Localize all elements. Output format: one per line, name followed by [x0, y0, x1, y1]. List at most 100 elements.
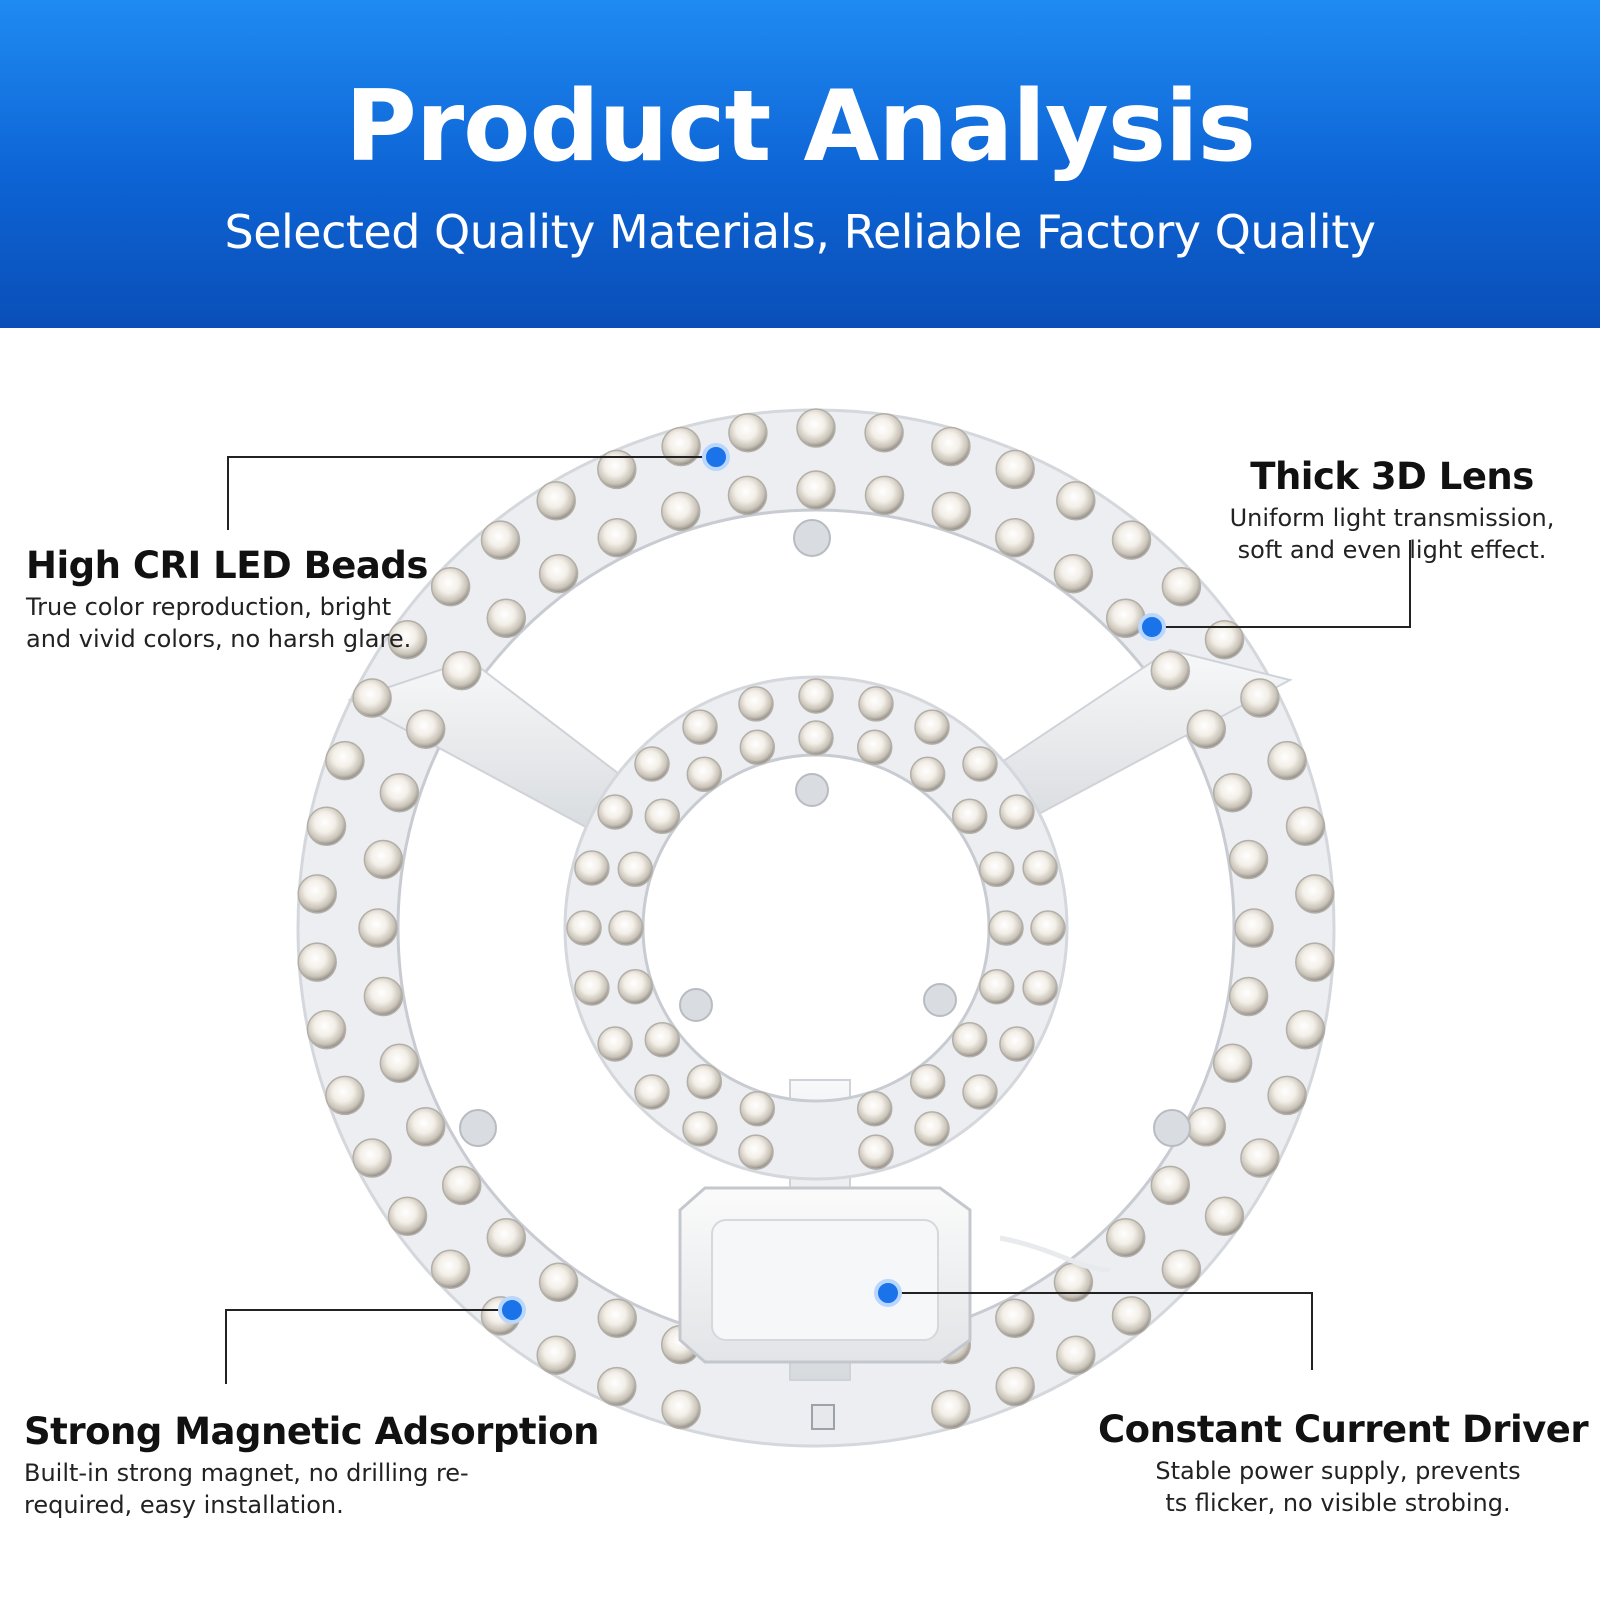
led-bead [978, 851, 1015, 888]
led-bead [796, 470, 836, 510]
led-bead [682, 1111, 718, 1147]
callout-driver: Constant Current Driver Stable power sup… [1098, 1408, 1589, 1519]
callout-led-beads-desc: True color reproduction, bright and vivi… [26, 591, 446, 655]
led-bead [486, 598, 527, 639]
marker-driver [874, 1279, 902, 1307]
led-bead [363, 839, 404, 880]
led-bead [1150, 650, 1191, 691]
led-bead [379, 772, 420, 813]
led-bead [909, 756, 946, 793]
callout-magnet-title: Strong Magnetic Adsorption [24, 1410, 600, 1453]
callout-magnet-desc: Built-in strong magnet, no drilling re- … [24, 1457, 624, 1521]
callout-lens: Thick 3D Lens Uniform light transmission… [1192, 455, 1592, 566]
led-bead [682, 709, 718, 745]
led-bead [1186, 709, 1227, 749]
led-bead [1267, 740, 1307, 781]
outer-led-ring [298, 410, 1334, 1446]
led-bead [1150, 1165, 1191, 1206]
led-bead [686, 1063, 723, 1100]
driver-box [678, 1186, 1111, 1430]
inner-ring-inner-edge [641, 753, 991, 1103]
led-bead [538, 1262, 579, 1303]
led-bead [441, 1165, 482, 1206]
led-bead [931, 426, 971, 467]
led-bead [597, 1026, 633, 1062]
callout-led-beads: High CRI LED Beads True color reproducti… [26, 544, 446, 655]
led-bead [909, 1063, 946, 1100]
led-bead [858, 686, 894, 722]
led-bead [1053, 553, 1094, 594]
led-bead [995, 1298, 1035, 1339]
led-bead [999, 794, 1035, 830]
led-bead [1285, 806, 1326, 847]
led-bead [1056, 1335, 1096, 1375]
led-bead [1285, 1009, 1326, 1050]
led-bead [1105, 1217, 1146, 1258]
led-bead [798, 678, 834, 714]
led-bead [325, 1075, 365, 1116]
led-bead [978, 968, 1015, 1005]
led-bead [297, 874, 337, 914]
callout-magnet-line2: required, easy installation. [24, 1491, 344, 1519]
callout-lens-line1: Uniform light transmission, [1229, 504, 1555, 532]
led-bead [597, 1298, 637, 1339]
led-bead [1234, 908, 1274, 948]
page-title: Product Analysis [345, 70, 1256, 184]
header-banner: Product Analysis Selected Quality Materi… [0, 0, 1600, 328]
led-bead [486, 1217, 527, 1258]
led-bead [617, 968, 654, 1005]
led-bead [325, 740, 365, 781]
led-bead [738, 1134, 774, 1170]
callout-led-beads-line1: True color reproduction, bright [26, 593, 392, 621]
led-bead [574, 970, 610, 1006]
callout-led-beads-line2: and vivid colors, no harsh glare. [26, 625, 412, 653]
led-bead [951, 1021, 988, 1058]
callout-driver-title: Constant Current Driver [1098, 1408, 1589, 1451]
led-bead [405, 709, 446, 749]
callout-lines [225, 456, 1411, 1384]
led-bead [858, 1134, 894, 1170]
led-bead [962, 1074, 998, 1110]
led-bead [798, 720, 834, 756]
magnet-mounts [459, 519, 1191, 1147]
led-beads [297, 408, 1335, 1430]
led-bead [538, 553, 579, 594]
led-bead [597, 1366, 637, 1407]
callout-driver-line1: Stable power supply, prevents [1155, 1457, 1521, 1485]
led-bead [352, 678, 392, 718]
led-bead [1161, 566, 1202, 607]
led-bead [597, 449, 637, 490]
led-bead [999, 1026, 1035, 1062]
inner-led-ring [565, 677, 1067, 1179]
callout-markers [498, 443, 1166, 1324]
marker-led-beads [702, 443, 730, 471]
led-bead [931, 491, 972, 532]
led-bead [661, 1389, 701, 1430]
led-bead [1204, 1196, 1245, 1237]
led-bead [796, 408, 836, 448]
led-bead [995, 517, 1035, 558]
led-bead [363, 976, 404, 1017]
led-bead [536, 1335, 576, 1375]
led-bead [387, 619, 428, 660]
led-bead [634, 746, 670, 782]
led-bead [661, 426, 701, 467]
led-bead [727, 475, 768, 516]
led-bead [1022, 850, 1058, 886]
led-bead [306, 1009, 347, 1050]
led-bead [1111, 520, 1152, 560]
led-bead [634, 1074, 670, 1110]
led-bead [660, 491, 701, 532]
marker-lens [1138, 613, 1166, 641]
led-bead [739, 729, 776, 766]
led-bead [1022, 970, 1058, 1006]
led-bead [536, 481, 576, 521]
led-bead [951, 798, 988, 835]
led-bead [574, 850, 610, 886]
led-bead [856, 729, 893, 766]
led-bead [617, 851, 654, 888]
led-bead [1053, 1262, 1094, 1303]
led-bead [1228, 839, 1269, 880]
inner-ring-outer-edge [563, 675, 1069, 1181]
page-subtitle: Selected Quality Materials, Reliable Fac… [224, 205, 1376, 259]
